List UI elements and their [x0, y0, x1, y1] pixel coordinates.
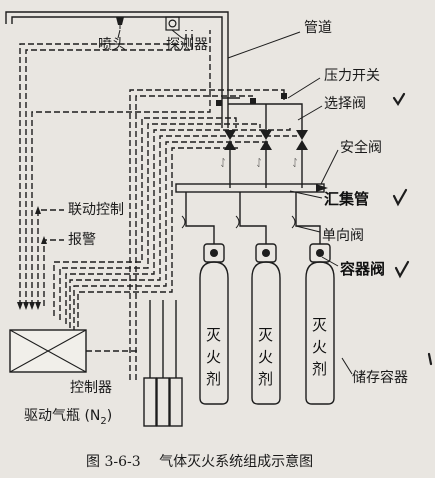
selector-valves: ᛇ ᛇ ᛇ [220, 130, 308, 188]
bottle-2-char-2: 火 [258, 348, 273, 366]
label-pipeline: 管道 [304, 20, 332, 36]
storage-bottles [199, 261, 335, 405]
label-linkage-control: 联动控制 [68, 202, 124, 218]
bottle-1-char-3: 剂 [206, 370, 221, 388]
branch-pipes [216, 93, 303, 130]
container-valves [203, 243, 331, 263]
svg-text:ᛇ: ᛇ [220, 158, 226, 169]
bottle-3-char-1: 灭 [312, 316, 327, 334]
label-pressure-switch: 压力开关 [324, 68, 380, 84]
bottle-2-char-3: 剂 [258, 370, 273, 388]
label-manifold: 汇集管 [324, 190, 369, 208]
check-valves [181, 192, 321, 244]
bottle-2-text: 灭 火 剂 [258, 326, 273, 388]
label-nozzle: 喷头 [98, 37, 126, 53]
bottle-3-text: 灭 火 剂 [312, 316, 327, 378]
label-controller: 控制器 [70, 380, 112, 396]
label-container-valve: 容器阀 [339, 260, 385, 278]
handwritten-check-marks [392, 92, 433, 366]
driver-bottles [143, 300, 183, 427]
controller-box [9, 329, 140, 373]
label-driver-bottle: 驱动气瓶 (N2) [24, 408, 112, 427]
bottle-2-char-1: 灭 [258, 326, 273, 344]
nozzle-icon [116, 17, 124, 29]
svg-text:ᛇ: ᛇ [256, 158, 262, 169]
main-pipeline [5, 11, 229, 128]
bottle-1-char-2: 火 [206, 348, 221, 366]
label-alarm: 报警 [68, 232, 96, 248]
linkage-alarm-lines [35, 206, 64, 306]
pressure-switch-lines [129, 89, 285, 380]
label-safety-valve: 安全阀 [340, 139, 382, 156]
detector-icon [165, 16, 180, 31]
bottle-3-char-2: 火 [312, 338, 327, 356]
figure-caption: 图 3-6-3 气体灭火系统组成示意图 [86, 453, 313, 470]
bottle-1-text: 灭 火 剂 [206, 326, 221, 388]
detector-signal-lines [19, 30, 211, 306]
label-selector-valve: 选择阀 [324, 96, 366, 112]
label-storage-container: 储存容器 [352, 369, 408, 386]
control-lines-to-valves [53, 117, 297, 336]
label-check-valve: 单向阀 [322, 228, 364, 244]
leader-lines [117, 29, 353, 375]
svg-text:ᛇ: ᛇ [292, 158, 298, 169]
bottle-1-char-1: 灭 [206, 326, 221, 344]
label-detector: 探测器 [166, 37, 208, 53]
manifold-pipe [175, 183, 328, 193]
bottle-3-char-3: 剂 [312, 360, 327, 378]
